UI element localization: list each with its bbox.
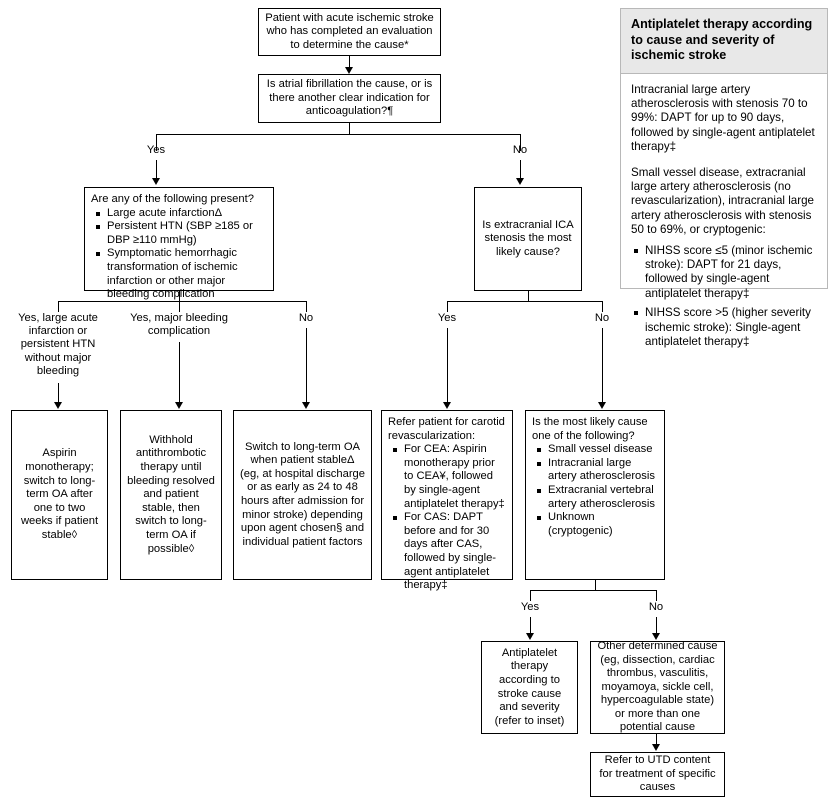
connector-present-yes1-to-box bbox=[58, 383, 59, 405]
list-item: NIHSS score >5 (higher severity ischemic… bbox=[634, 306, 817, 349]
inset-body: Intracranial large artery atherosclerosi… bbox=[621, 74, 827, 365]
connector-present-yes2-to-box bbox=[179, 342, 180, 405]
connector-cause-stem bbox=[595, 580, 596, 591]
node-outcome-switch-text: Switch to long-term OA when patient stab… bbox=[240, 440, 366, 548]
label-af-yes: Yes bbox=[146, 144, 166, 156]
node-start: Patient with acute ischemic stroke who h… bbox=[258, 8, 441, 56]
connector-ica-horizontal bbox=[447, 301, 603, 302]
arrow-cause-yes bbox=[525, 633, 534, 640]
label-cause-yes: Yes bbox=[520, 601, 540, 613]
node-outcome-antiplatelet: Antiplatelet therapy according to stroke… bbox=[481, 641, 578, 734]
node-af-decision-text: Is atrial fibrillation the cause, or is … bbox=[266, 78, 433, 118]
connector-present-no-to-box bbox=[306, 328, 307, 405]
node-cause-decision: Is the most likely cause one of the foll… bbox=[525, 410, 665, 580]
node-outcome-utd: Refer to UTD content for treatment of sp… bbox=[590, 752, 725, 797]
connector-start-to-af bbox=[349, 56, 350, 69]
node-ica-decision: Is extracranial ICA stenosis the most li… bbox=[474, 187, 582, 291]
node-outcome-revascularization: Refer patient for carotid revascularizat… bbox=[381, 410, 513, 591]
node-start-text: Patient with acute ischemic stroke who h… bbox=[265, 11, 434, 51]
list-item: Intracranial large artery atherosclerosi… bbox=[537, 457, 658, 484]
arrow-ica-no bbox=[597, 402, 606, 409]
connector-ica-no-to-box bbox=[602, 328, 603, 405]
node-outcome-other-cause-text: Other determined cause (eg, dissection, … bbox=[597, 639, 718, 734]
connector-af-yes-to-box bbox=[156, 160, 157, 180]
node-outcome-aspirin-text: Aspirin monotherapy; switch to long-term… bbox=[20, 447, 99, 541]
label-present-yes-bleeding: Yes, major bleeding complication bbox=[130, 312, 228, 338]
inset-bullets: NIHSS score ≤5 (minor ischemic stroke): … bbox=[631, 244, 817, 350]
list-item: Unknown (cryptogenic) bbox=[537, 511, 658, 538]
list-item: Persistent HTN (SBP ≥185 or DBP ≥110 mmH… bbox=[96, 220, 267, 247]
node-outcome-utd-text: Refer to UTD content for treatment of sp… bbox=[599, 754, 716, 794]
connector-af-no-down bbox=[520, 134, 521, 151]
inset-paragraph-2: Small vessel disease, extracranial large… bbox=[631, 165, 815, 237]
connector-af-horizontal bbox=[156, 134, 521, 135]
list-item: NIHSS score ≤5 (minor ischemic stroke): … bbox=[634, 244, 817, 302]
connector-present-yes2-down bbox=[179, 301, 180, 312]
connector-present-horizontal bbox=[58, 301, 306, 302]
arrow-present-no bbox=[301, 402, 310, 409]
node-outcome-switch: Switch to long-term OA when patient stab… bbox=[233, 410, 372, 580]
connector-af-no-to-box bbox=[520, 160, 521, 180]
connector-cause-yes-to-box bbox=[530, 617, 531, 636]
arrow-ica-yes bbox=[442, 402, 451, 409]
label-ica-no: No bbox=[594, 312, 610, 324]
label-af-no: No bbox=[512, 144, 528, 156]
arrow-start-to-af bbox=[344, 67, 353, 74]
connector-cause-yes-down bbox=[530, 590, 531, 601]
connector-af-yes-down bbox=[156, 134, 157, 151]
connector-ica-yes-down bbox=[447, 301, 448, 312]
node-cause-decision-question: Is the most likely cause one of the foll… bbox=[532, 416, 648, 442]
node-ica-decision-text: Is extracranial ICA stenosis the most li… bbox=[482, 218, 574, 258]
list-item: For CAS: DAPT before and for 30 days aft… bbox=[393, 511, 506, 593]
node-outcome-withhold: Withhold antithrombotic therapy until bl… bbox=[120, 410, 222, 580]
node-following-present: Are any of the following present? Large … bbox=[84, 187, 274, 300]
connector-ica-stem bbox=[528, 291, 529, 302]
label-present-yes-large: Yes, large acute infarction or persisten… bbox=[18, 312, 98, 377]
list-item: Small vessel disease bbox=[537, 443, 658, 457]
label-present-no: No bbox=[298, 312, 314, 324]
node-outcome-other-cause: Other determined cause (eg, dissection, … bbox=[590, 639, 725, 734]
connector-other-to-utd bbox=[656, 734, 657, 746]
inset-panel: Antiplatelet therapy according to cause … bbox=[620, 8, 828, 348]
node-following-present-question: Are any of the following present? bbox=[91, 193, 254, 205]
node-outcome-revascularization-bullets: For CEA: Aspirin monotherapy prior to CE… bbox=[388, 443, 506, 593]
connector-cause-no-to-box bbox=[656, 617, 657, 636]
connector-present-stem bbox=[179, 291, 180, 302]
connector-af-stem bbox=[349, 123, 350, 135]
arrow-af-yes bbox=[151, 178, 160, 185]
node-outcome-antiplatelet-text: Antiplatelet therapy according to stroke… bbox=[494, 646, 565, 727]
arrow-cause-no bbox=[651, 633, 660, 640]
arrow-present-yes1 bbox=[53, 402, 62, 409]
connector-present-no-down bbox=[306, 301, 307, 312]
arrow-af-no bbox=[515, 178, 524, 185]
node-cause-decision-bullets: Small vessel disease Intracranial large … bbox=[532, 443, 658, 538]
node-outcome-aspirin: Aspirin monotherapy; switch to long-term… bbox=[11, 410, 108, 580]
connector-cause-horizontal bbox=[530, 590, 656, 591]
node-af-decision: Is atrial fibrillation the cause, or is … bbox=[258, 74, 441, 123]
connector-present-yes1-down bbox=[58, 301, 59, 312]
label-cause-no: No bbox=[648, 601, 664, 613]
connector-cause-no-down bbox=[656, 590, 657, 601]
node-outcome-withhold-text: Withhold antithrombotic therapy until bl… bbox=[127, 433, 215, 555]
connector-ica-no-down bbox=[602, 301, 603, 312]
arrow-other-to-utd bbox=[651, 744, 660, 751]
inset-title: Antiplatelet therapy according to cause … bbox=[621, 9, 827, 74]
inset-paragraph-1: Intracranial large artery atherosclerosi… bbox=[631, 82, 815, 154]
list-item: Symptomatic hemorrhagic transformation o… bbox=[96, 247, 267, 301]
node-following-present-bullets: Large acute infarctionΔ Persistent HTN (… bbox=[91, 207, 267, 302]
label-ica-yes: Yes bbox=[437, 312, 457, 324]
connector-ica-yes-to-box bbox=[447, 328, 448, 405]
list-item: Large acute infarctionΔ bbox=[96, 207, 267, 221]
arrow-present-yes2 bbox=[174, 402, 183, 409]
list-item: For CEA: Aspirin monotherapy prior to CE… bbox=[393, 443, 506, 511]
list-item: Extracranial vertebral artery atheroscle… bbox=[537, 484, 658, 511]
node-outcome-revascularization-heading: Refer patient for carotid revascularizat… bbox=[388, 416, 505, 442]
